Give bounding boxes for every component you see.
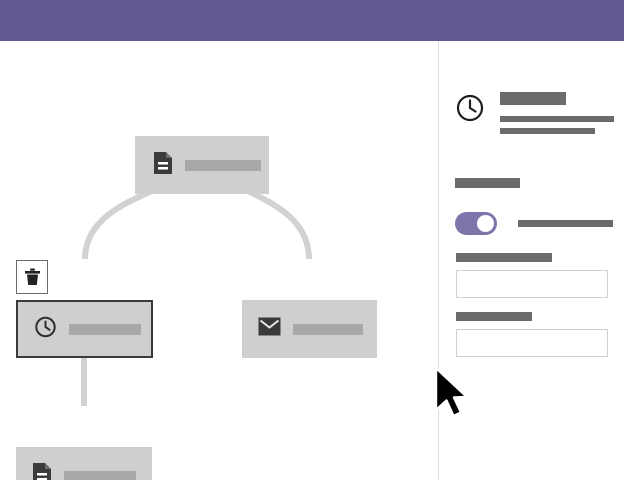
document-icon — [153, 151, 173, 180]
panel-field-2-group — [456, 312, 608, 357]
flow-node-clock-selected[interactable] — [16, 300, 153, 358]
clock-icon — [34, 315, 57, 343]
panel-field-2-label — [456, 312, 532, 321]
feature-toggle[interactable] — [455, 212, 497, 235]
panel-description-line-1 — [500, 116, 614, 122]
panel-description-line-2 — [500, 128, 595, 134]
flow-node-document-bottom[interactable] — [16, 447, 152, 480]
app-header — [0, 0, 624, 41]
panel-field-1-input[interactable] — [456, 270, 608, 298]
trash-icon — [24, 268, 40, 285]
panel-title — [500, 92, 566, 105]
connector-layer — [81, 152, 312, 406]
flow-node-label — [185, 159, 261, 171]
flow-node-label — [69, 323, 141, 335]
toggle-knob — [477, 215, 494, 232]
flow-node-label — [64, 470, 136, 480]
delete-node-button[interactable] — [16, 260, 48, 294]
panel-field-1-group — [456, 253, 608, 298]
document-icon — [32, 462, 52, 480]
panel-section-label — [455, 178, 520, 188]
flow-node-mail[interactable] — [242, 300, 377, 358]
clock-icon — [456, 94, 484, 127]
toggle-label — [518, 220, 613, 227]
flow-node-document-top[interactable] — [135, 136, 269, 194]
flow-canvas[interactable] — [0, 41, 437, 480]
panel-field-1-label — [456, 253, 552, 262]
toggle-row — [455, 212, 613, 235]
panel-field-2-input[interactable] — [456, 329, 608, 357]
panel-header — [456, 92, 614, 134]
mail-icon — [258, 317, 281, 341]
flow-node-label — [293, 323, 363, 335]
